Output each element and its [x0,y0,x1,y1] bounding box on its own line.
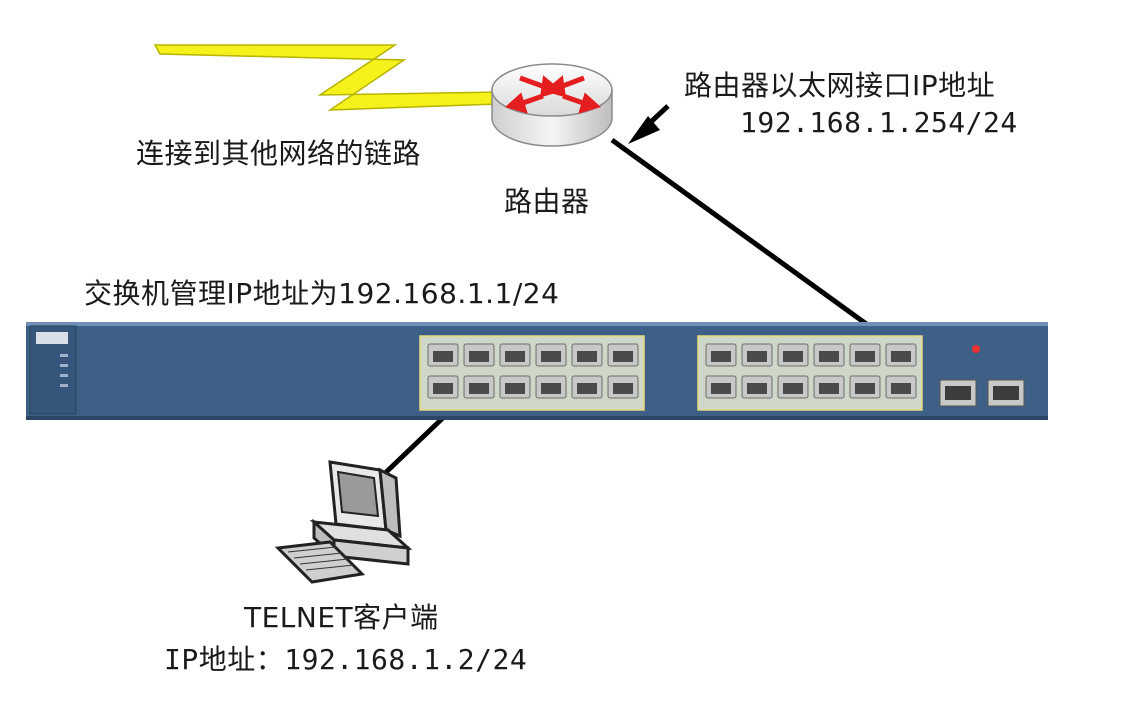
switch-management-label: 交换机管理IP地址为192.168.1.1/24 [84,277,560,310]
interface-arrow-icon [628,104,670,144]
switch-port [535,375,567,399]
router-name-label: 路由器 [504,185,590,218]
wan-link-label: 连接到其他网络的链路 [136,137,422,170]
router-icon [491,63,613,147]
client-ip-label: IP地址：192.168.1.2/24 [164,643,528,676]
switch-port [571,375,603,399]
switch-port [571,343,603,367]
switch-port [741,343,773,367]
switch-port [463,343,495,367]
router-interface-ip: 192.168.1.254/24 [740,106,1018,139]
switch-port [777,343,809,367]
switch-port [849,343,881,367]
switch-port [741,375,773,399]
switch-port [535,343,567,367]
switch-port [813,375,845,399]
router-interface-title: 路由器以太网接口IP地址 [684,69,996,102]
switch-port [499,343,531,367]
switch-port [849,375,881,399]
switch-port [607,375,639,399]
telnet-client-label: TELNET客户端 [244,601,439,634]
switch-port [705,375,737,399]
switch-port [427,343,459,367]
switch-port [705,343,737,367]
switch-port [777,375,809,399]
lightning-bolt-icon [153,44,501,111]
switch-port [427,375,459,399]
switch-port [813,343,845,367]
uplink-port [939,379,977,407]
switch-port [463,375,495,399]
computer-icon [274,460,413,584]
switch-port [499,375,531,399]
switch-port [885,375,917,399]
switch-port [607,343,639,367]
switch-port [885,343,917,367]
switch-icon [26,322,1048,420]
uplink-port [987,379,1025,407]
